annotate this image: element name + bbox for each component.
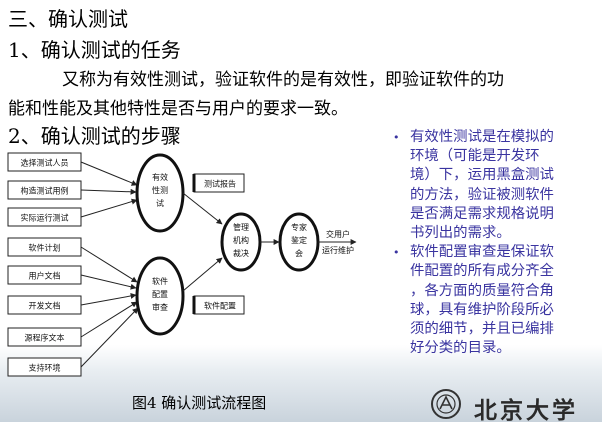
svg-text:鉴定: 鉴定	[291, 235, 307, 245]
svg-text:软件: 软件	[152, 276, 168, 286]
figure-caption: 图4 确认测试流程图	[132, 394, 267, 412]
input-box: 构造测试用例	[7, 180, 82, 200]
svg-text:会: 会	[295, 248, 303, 258]
output-label-maintenance: 运行维护	[322, 245, 354, 255]
flowchart: 选择测试人员 构造测试用例 实际运行测试 软件计划 用户文档 开发文档 源程序文…	[7, 152, 357, 377]
bullet-icon: •	[393, 131, 400, 144]
input-box: 支持环境	[7, 357, 82, 377]
heading-steps: 2、确认测试的步骤	[8, 124, 181, 148]
notes-panel: • 有效性测试是在模拟的 环境（可能是开发环 境）下，运用黑盒测试 的方法，验证…	[385, 128, 600, 358]
input-box: 选择测试人员	[7, 152, 82, 172]
section-title: 三、确认测试	[8, 7, 128, 31]
arrow	[182, 192, 223, 225]
input-box: 软件计划	[7, 237, 82, 257]
svg-text:开发文档: 开发文档	[29, 301, 61, 311]
svg-text:构造测试用例: 构造测试用例	[21, 186, 69, 196]
svg-text:源程序文本: 源程序文本	[25, 333, 65, 343]
svg-text:配置: 配置	[152, 290, 168, 299]
input-box: 用户文档	[7, 265, 82, 285]
svg-text:实际运行测试: 实际运行测试	[21, 213, 69, 223]
node-config-review: 软件 配置 审查	[135, 256, 185, 336]
svg-text:选择测试人员: 选择测试人员	[21, 158, 69, 168]
svg-text:专家: 专家	[291, 222, 307, 232]
svg-text:测试报告: 测试报告	[204, 179, 236, 189]
arrow	[80, 274, 137, 290]
svg-text:机构: 机构	[233, 235, 249, 245]
doc-software-config: 软件配置	[192, 295, 245, 315]
input-box: 源程序文本	[7, 327, 82, 347]
svg-text:支持环境: 支持环境	[29, 363, 61, 373]
arrow	[80, 161, 138, 186]
arrow	[80, 188, 137, 195]
input-box: 实际运行测试	[7, 207, 82, 227]
svg-text:性测: 性测	[152, 185, 168, 195]
doc-test-report: 测试报告	[192, 173, 245, 193]
svg-text:裁决: 裁决	[233, 248, 249, 258]
node-management: 管理 机构 裁决	[220, 212, 262, 272]
arrow	[80, 307, 139, 368]
input-box: 开发文档	[7, 295, 82, 315]
output-label-user: 交用户	[326, 229, 350, 239]
heading-task: 1、确认测试的任务	[8, 38, 181, 62]
arrow	[80, 198, 138, 218]
arrow	[80, 246, 138, 283]
university-logo: 北京大学	[430, 388, 590, 422]
svg-text:审查: 审查	[152, 302, 168, 312]
svg-text:管理: 管理	[233, 222, 249, 232]
note-validity: • 有效性测试是在模拟的 环境（可能是开发环 境）下，运用黑盒测试 的方法，验证…	[393, 129, 554, 242]
bullet-icon: •	[393, 246, 400, 260]
svg-text:试: 试	[156, 198, 164, 208]
paragraph-line-2: 能和性能及其他特性是否与用户的要求一致。	[8, 99, 348, 119]
node-validity-test: 有效 性测 试	[135, 153, 185, 233]
seal-icon	[431, 389, 461, 419]
svg-text:用户文档: 用户文档	[29, 271, 61, 281]
arrow	[182, 257, 223, 292]
paragraph-line-1: 又称为有效性测试，验证软件的是有效性，即验证软件的功	[62, 70, 504, 90]
arrow	[80, 293, 137, 306]
arrow	[80, 301, 138, 338]
svg-text:有效: 有效	[152, 172, 168, 182]
svg-text:软件计划: 软件计划	[29, 243, 61, 253]
note-config-review: • 软件配置审查是保证软 件配置的所有成分齐全 ，各方面的质量符合角 球，具有维…	[393, 244, 554, 357]
svg-text:软件配置: 软件配置	[204, 301, 236, 311]
logo-name: 北京大学	[474, 397, 578, 422]
node-expert-review: 专家 鉴定 会	[278, 212, 320, 272]
